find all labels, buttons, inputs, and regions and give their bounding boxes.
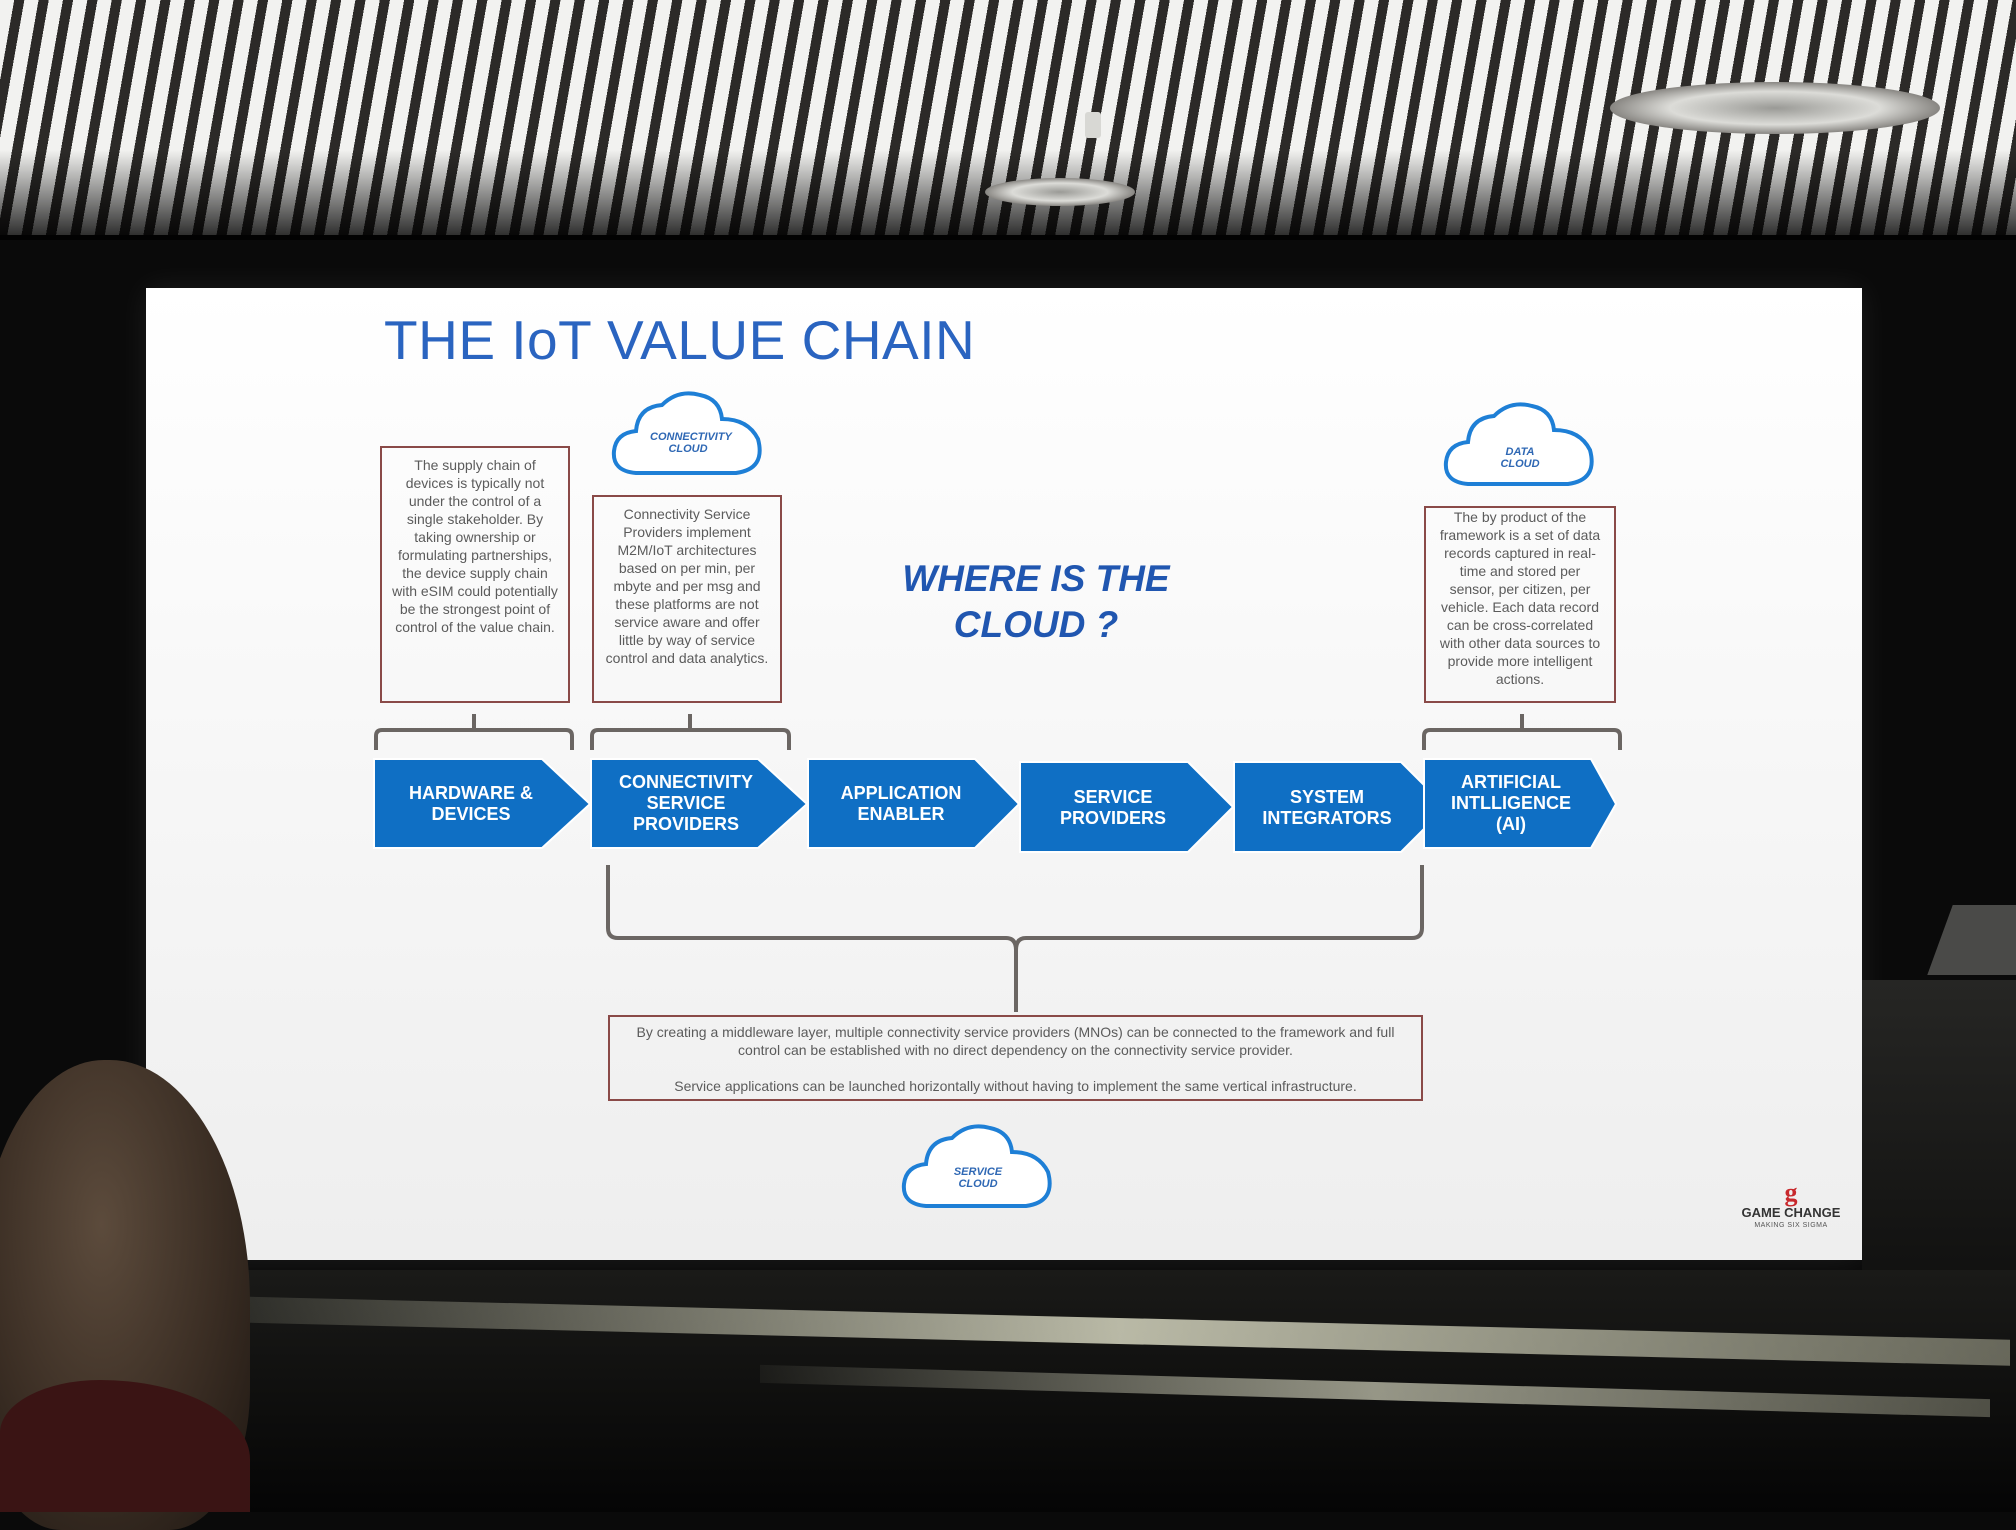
hardware-description-box: The supply chain of devices is typically… <box>380 446 570 703</box>
arrow-hardware <box>373 758 592 849</box>
connectivity-cloud-label: CONNECTIVITY CLOUD <box>650 431 732 455</box>
ceiling-vent-small <box>985 178 1135 206</box>
game-change-logo-tagline: MAKING SIX SIGMA <box>1754 1222 1828 1229</box>
chain-label-system-integrators: SYSTEM INTEGRATORS <box>1262 787 1392 828</box>
slide-title: THE IoT VALUE CHAIN <box>384 309 976 371</box>
service-cloud-icon <box>901 1124 1052 1208</box>
chain-label-service-providers: SERVICE PROVIDERS <box>1059 787 1167 828</box>
service-cloud: SERVICE CLOUD <box>898 1118 1058 1213</box>
arrow-ai <box>1423 758 1618 849</box>
chain-label-application-enabler: APPLICATION ENABLER <box>840 783 962 824</box>
chain-label-hardware: HARDWARE & DEVICES <box>409 783 533 824</box>
laptop <box>1927 905 2016 975</box>
arrow-connectivity <box>590 758 809 849</box>
chain-label-ai: ARTIFICIAL INTLLIGENCE (AI) <box>1451 772 1571 834</box>
game-change-logo-name: GAME CHANGE <box>1741 1205 1841 1220</box>
ai-bracket <box>1422 728 1622 750</box>
connectivity-bracket <box>590 728 791 750</box>
chain-arrows <box>373 758 1618 853</box>
middleware-bracket <box>606 865 1424 1012</box>
game-change-logo: g GAME CHANGE MAKING SIX SIGMA <box>1726 1178 1856 1230</box>
middleware-description-box: By creating a middleware layer, multiple… <box>608 1015 1423 1101</box>
data-cloud-label: DATA CLOUD <box>1500 446 1540 470</box>
connectivity-cloud-icon <box>611 391 762 475</box>
connectivity-cloud: CONNECTIVITY CLOUD <box>608 385 768 480</box>
podium <box>1862 980 2016 1280</box>
middleware-paragraph-2: Service applications can be launched hor… <box>674 1078 1357 1094</box>
data-cloud-icon <box>1443 402 1594 486</box>
arrow-service-providers <box>1019 761 1235 853</box>
chain-label-connectivity: CONNECTIVITY SERVICE PROVIDERS <box>618 772 753 834</box>
arrow-application-enabler <box>807 758 1021 849</box>
projection-screen: THE IoT VALUE CHAIN CONNECTIVITY CLOUD D… <box>146 288 1862 1260</box>
hardware-bracket <box>374 728 574 750</box>
game-change-logo-mark: g <box>1784 1178 1798 1207</box>
service-cloud-label: SERVICE CLOUD <box>953 1166 1003 1190</box>
connectivity-description-box: Connectivity Service Providers implement… <box>592 495 782 703</box>
ceiling-vent-large <box>1610 82 1940 134</box>
top-brackets <box>374 714 1622 1012</box>
ai-description-box: The by product of the framework is a set… <box>1424 506 1616 703</box>
value-chain-graphic <box>373 714 1622 1012</box>
middleware-paragraph-1: By creating a middleware layer, multiple… <box>636 1024 1395 1058</box>
data-cloud: DATA CLOUD <box>1440 396 1600 491</box>
where-is-the-cloud-heading: WHERE IS THE CLOUD ? <box>902 558 1170 645</box>
ceiling-lamp <box>1085 112 1101 138</box>
